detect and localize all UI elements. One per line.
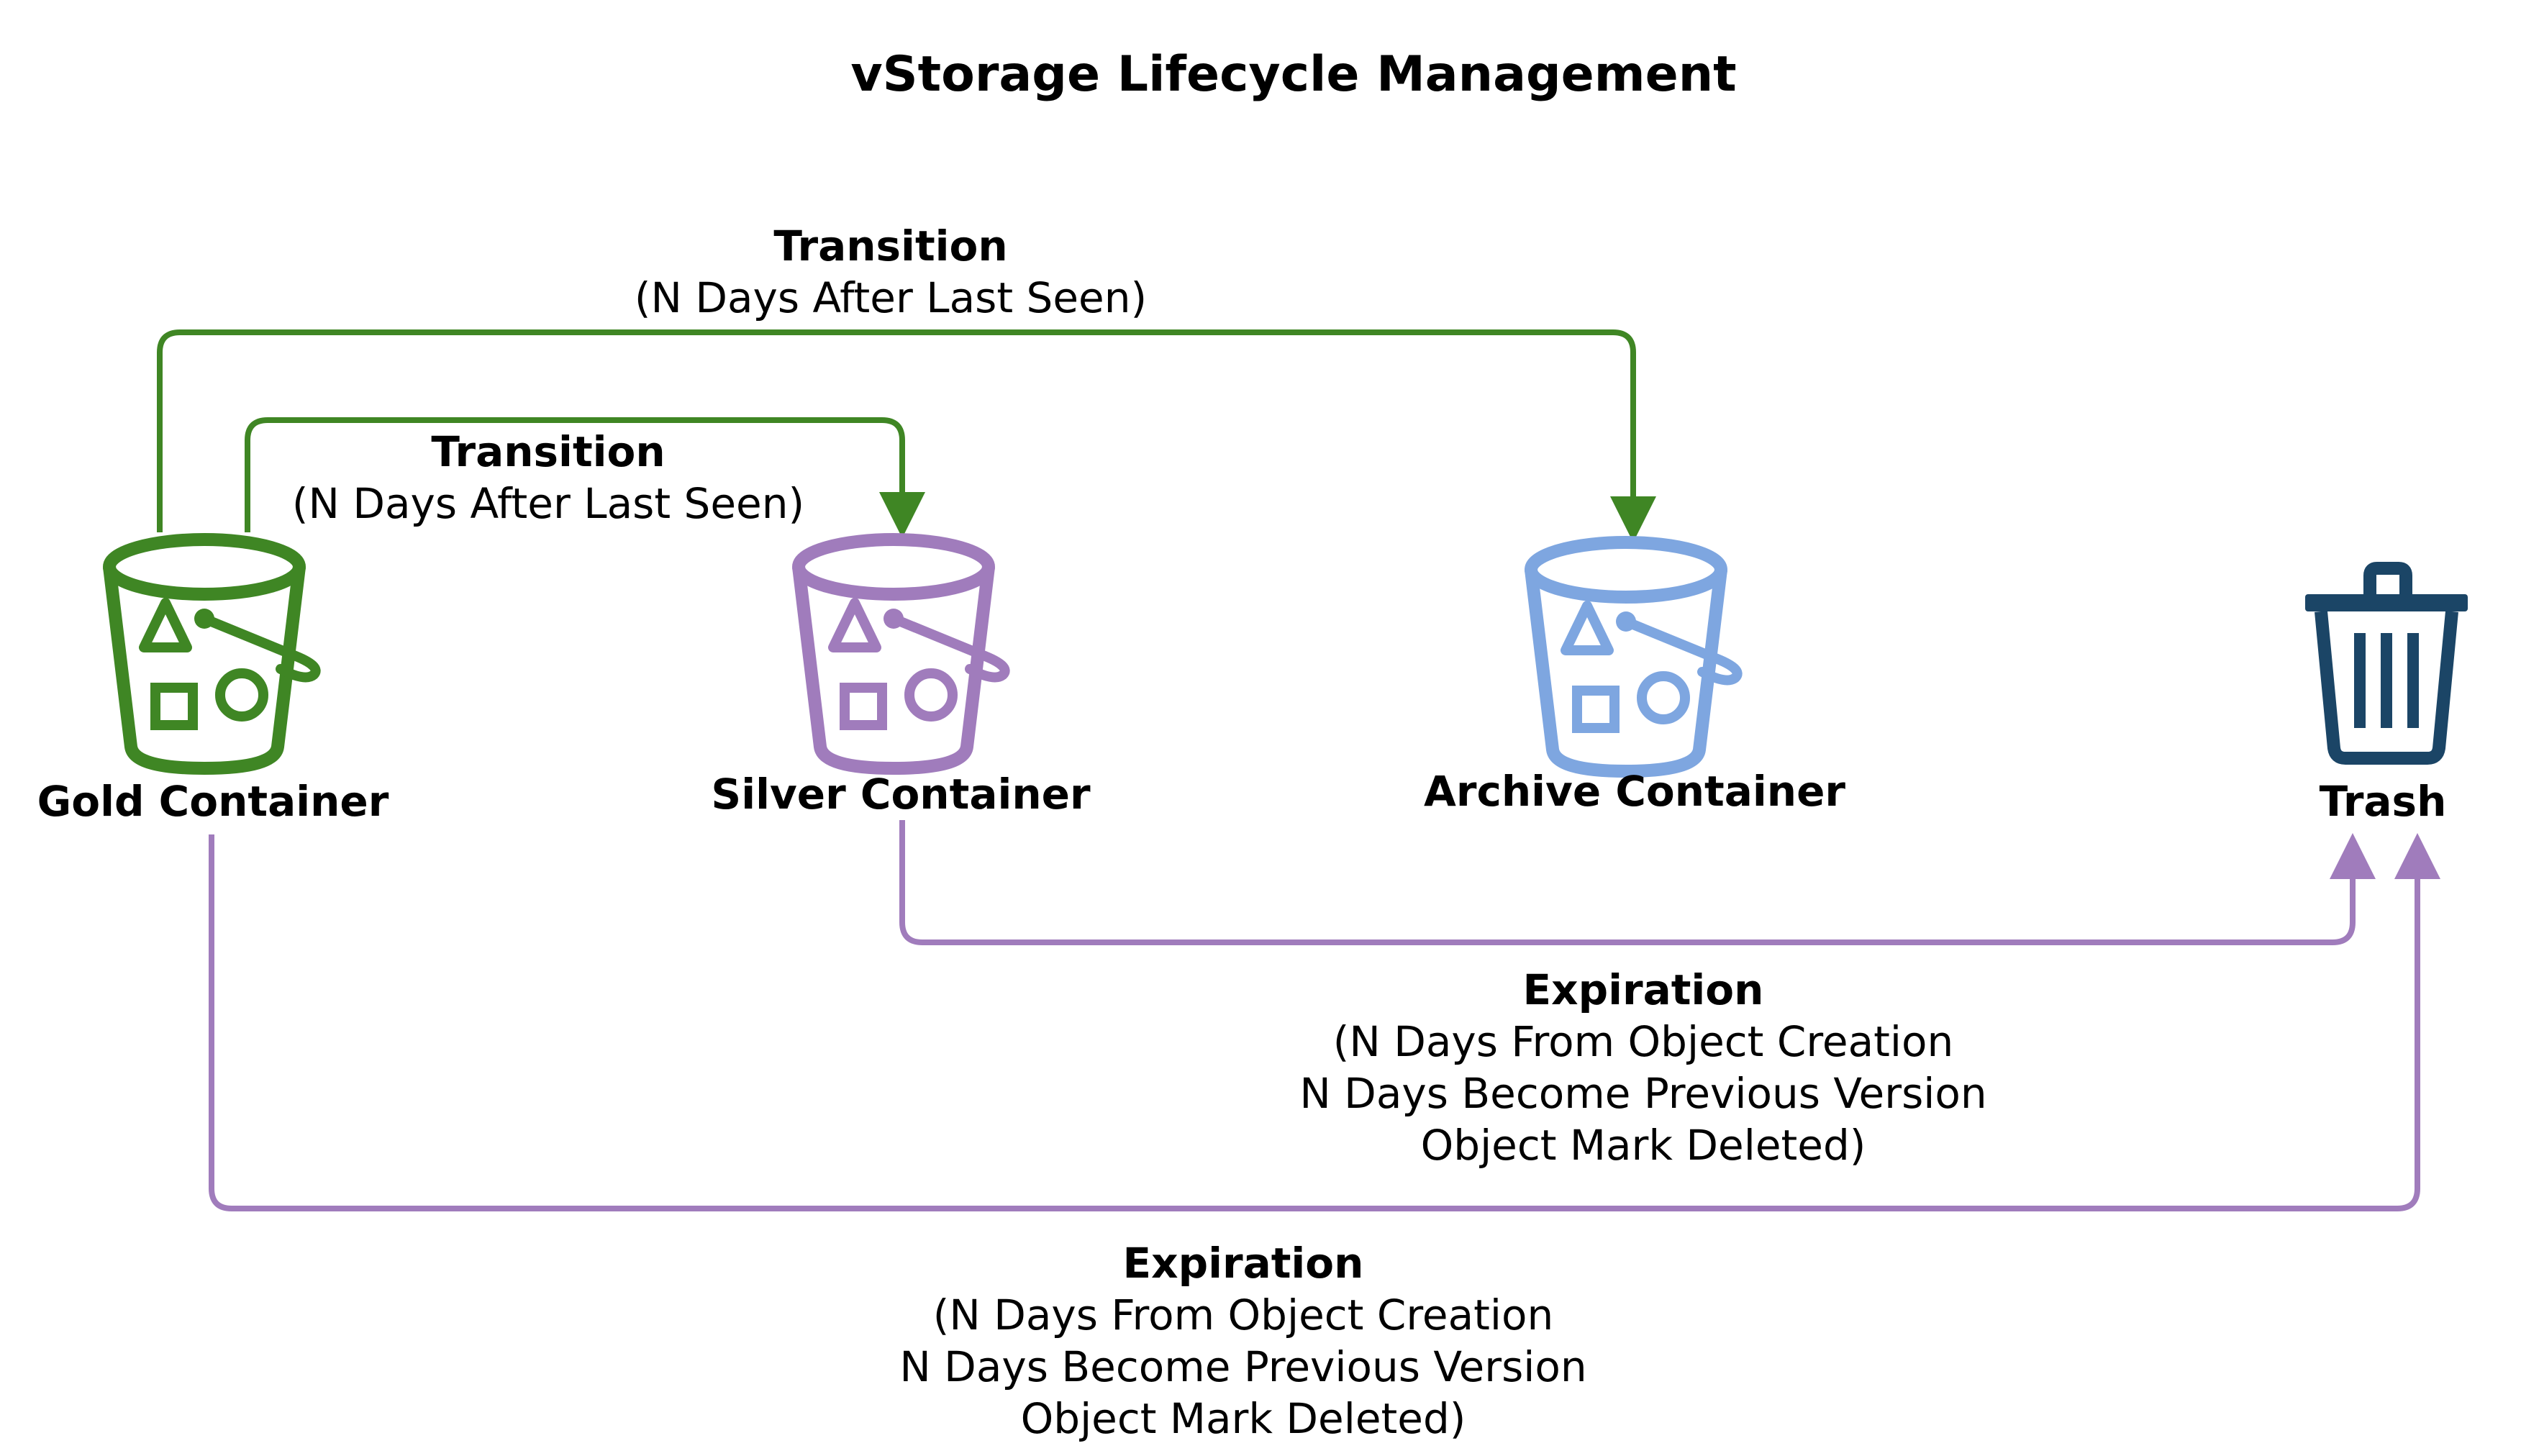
edge-label-line: (N Days From Object Creation: [933, 1291, 1554, 1339]
edge-label-heading: Expiration: [1123, 1239, 1364, 1288]
edge-silver-to-trash: [899, 820, 2376, 945]
edge-label-heading: Expiration: [1523, 965, 1764, 1014]
edge-label-line: N Days Become Previous Version: [899, 1342, 1586, 1391]
edge-gold-to-trash: [209, 833, 2440, 1211]
bucket-icon: [109, 540, 316, 768]
edge-gold-to-silver: [245, 417, 925, 538]
edge-label-line: Object Mark Deleted): [1021, 1394, 1466, 1443]
trash-icon: [2305, 562, 2468, 765]
node-label-gold: Gold Container: [37, 777, 389, 826]
diagram-title: vStorage Lifecycle Management: [850, 46, 1736, 103]
node-label-archive: Archive Container: [1424, 767, 1845, 816]
edge-label-heading: Transition: [431, 427, 665, 476]
edge-label-line: (N Days After Last Seen): [635, 273, 1147, 322]
edge-label-line: N Days Become Previous Version: [1299, 1069, 1986, 1118]
edge-label-line: (N Days After Last Seen): [292, 479, 804, 528]
node-label-silver: Silver Container: [711, 770, 1091, 819]
edge-label-heading: Transition: [773, 222, 1007, 270]
node-label-trash: Trash: [2320, 777, 2447, 826]
bucket-icon: [1531, 542, 1738, 771]
edge-label-line: (N Days From Object Creation: [1333, 1017, 1954, 1066]
edge-gold-to-archive: [157, 329, 1656, 542]
bucket-icon: [799, 540, 1005, 768]
edge-label-line: Object Mark Deleted): [1421, 1121, 1866, 1170]
